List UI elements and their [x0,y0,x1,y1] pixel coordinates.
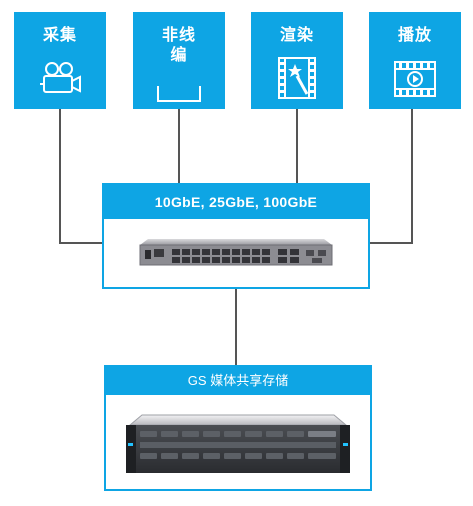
storage-server-icon [126,414,350,473]
connector-playback [370,109,413,244]
film-play-icon [394,61,436,97]
video-camera-icon [40,62,81,93]
tile-render[interactable]: 渲染 [251,12,343,109]
tile-playback-label: 播放 [397,27,432,44]
network-switch-panel[interactable]: 10GbE, 25GbE, 100GbE [102,183,370,289]
connector-capture [59,109,102,244]
tile-capture[interactable]: 采集 [14,12,106,109]
storage-panel[interactable]: GS 媒体共享存储 [104,365,372,491]
tile-edit[interactable]: 非线 编 [133,12,225,109]
tile-capture-label: 采集 [42,27,77,44]
network-switch-title: 10GbE, 25GbE, 100GbE [104,185,368,219]
edit-bracket-icon [157,86,201,102]
network-switch-icon [139,239,333,266]
tile-edit-label: 非线 编 [161,27,196,64]
storage-title: GS 媒体共享存储 [106,367,370,395]
tile-playback[interactable]: 播放 [369,12,461,109]
film-magic-wand-icon [278,57,316,99]
tile-render-label: 渲染 [279,27,314,44]
